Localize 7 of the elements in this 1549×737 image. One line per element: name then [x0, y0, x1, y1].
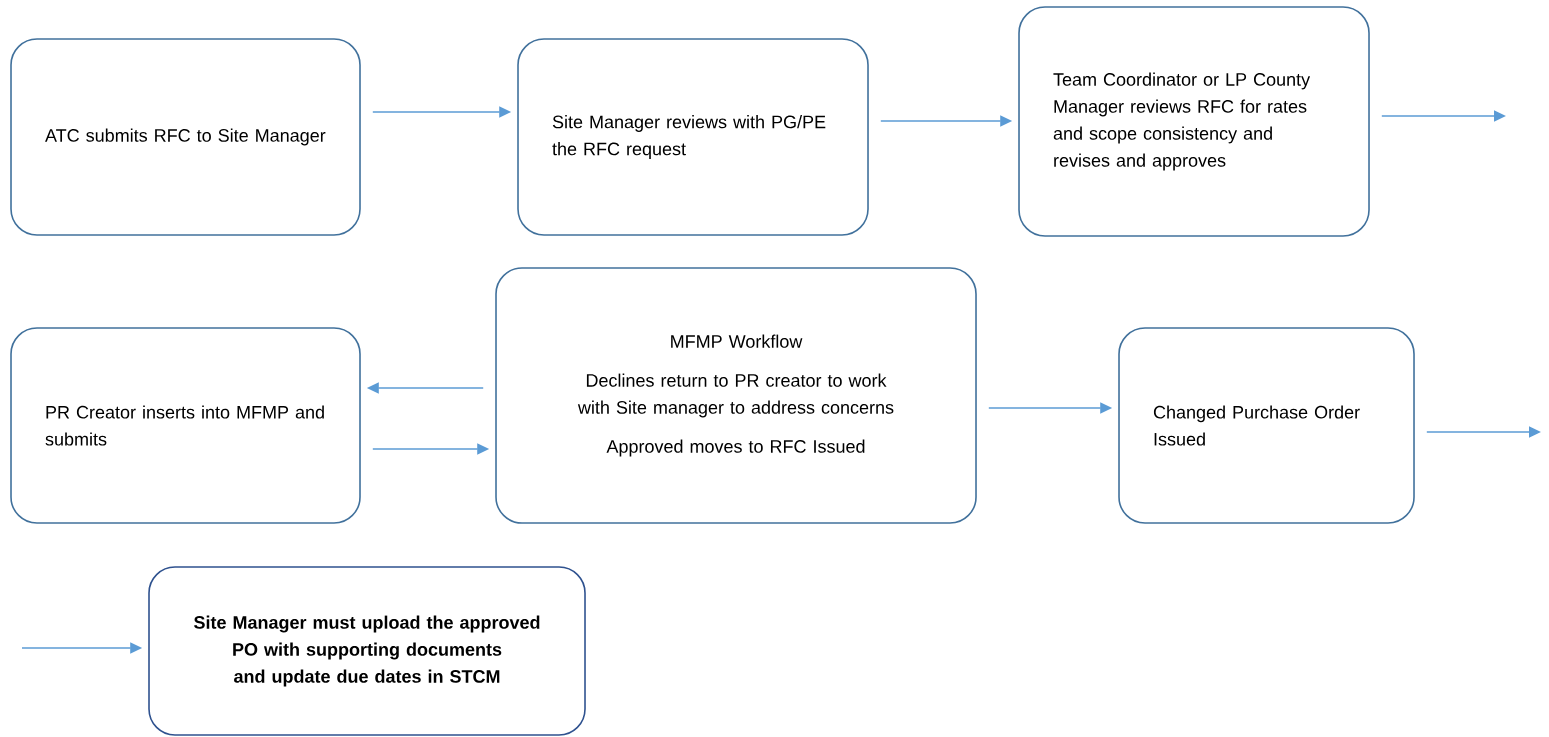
process-box: Changed Purchase Order Issued [1118, 327, 1415, 524]
process-box: Team Coordinator or LP County Manager reviews RFC for rates and scope consistency and revises and approves [1018, 6, 1370, 237]
process-box: Site Manager reviews with PG/PE the RFC request [517, 38, 869, 236]
process-box: MFMP Workflow Declines return to PR creator to work with Site manager to address concerns Approved moves to RFC Issued [495, 267, 977, 524]
process-box: PR Creator inserts into MFMP and submits [10, 327, 361, 524]
process-box: Site Manager must upload the approved PO with supporting documents and update due dates in STCM [148, 566, 586, 736]
process-box: ATC submits RFC to Site Manager [10, 38, 361, 236]
